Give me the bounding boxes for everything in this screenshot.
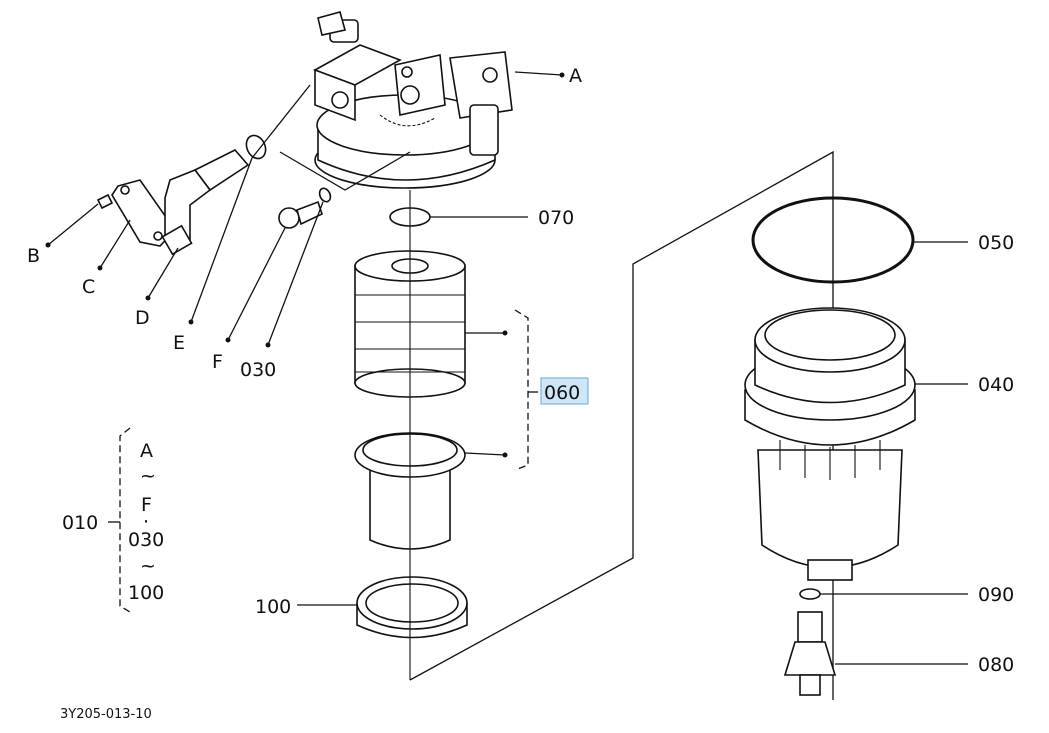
label-e: E [173, 332, 185, 354]
label-060[interactable]: 060 [544, 382, 580, 404]
label-040: 040 [978, 374, 1014, 396]
label-f: F [212, 351, 223, 373]
label-b: B [27, 245, 40, 267]
range-dot: · [143, 511, 149, 533]
o-ring-030 [265, 187, 332, 348]
assembly-range-note: A ~ F · 030 ~ 100 [108, 427, 164, 613]
label-a: A [569, 65, 582, 87]
range-tilde-2: ~ [140, 555, 156, 577]
range-to: 100 [128, 582, 164, 604]
filter-element-060 [354, 250, 508, 398]
side-parts: B C D E [27, 84, 332, 381]
bowl-040 [744, 307, 968, 581]
label-080: 080 [978, 654, 1014, 676]
label-060-highlight [540, 377, 589, 405]
screw-b [45, 193, 114, 248]
drain-plug-080 [783, 611, 968, 696]
o-ring-050 [751, 196, 968, 284]
lever-d [145, 149, 250, 301]
ring-100 [297, 576, 468, 639]
label-050: 050 [978, 232, 1014, 254]
gasket-c [97, 179, 177, 271]
label-100: 100 [255, 596, 291, 618]
drawing-code: 3Y205-013-10 [60, 707, 152, 722]
label-030: 030 [240, 359, 276, 381]
label-d: D [135, 307, 150, 329]
label-070: 070 [538, 207, 574, 229]
strainer-cup [354, 432, 508, 550]
range-mid: F [141, 494, 152, 516]
plug-f [225, 200, 323, 343]
o-ring-070 [389, 207, 528, 227]
o-ring-090 [799, 588, 968, 600]
o-ring-e [188, 84, 311, 325]
range-from: 030 [128, 529, 164, 551]
filter-head [313, 11, 513, 189]
label-090: 090 [978, 584, 1014, 606]
label-c: C [82, 276, 95, 298]
range-tilde-1: ~ [140, 465, 156, 487]
label-010: 010 [62, 512, 98, 534]
range-start: A [140, 440, 153, 462]
